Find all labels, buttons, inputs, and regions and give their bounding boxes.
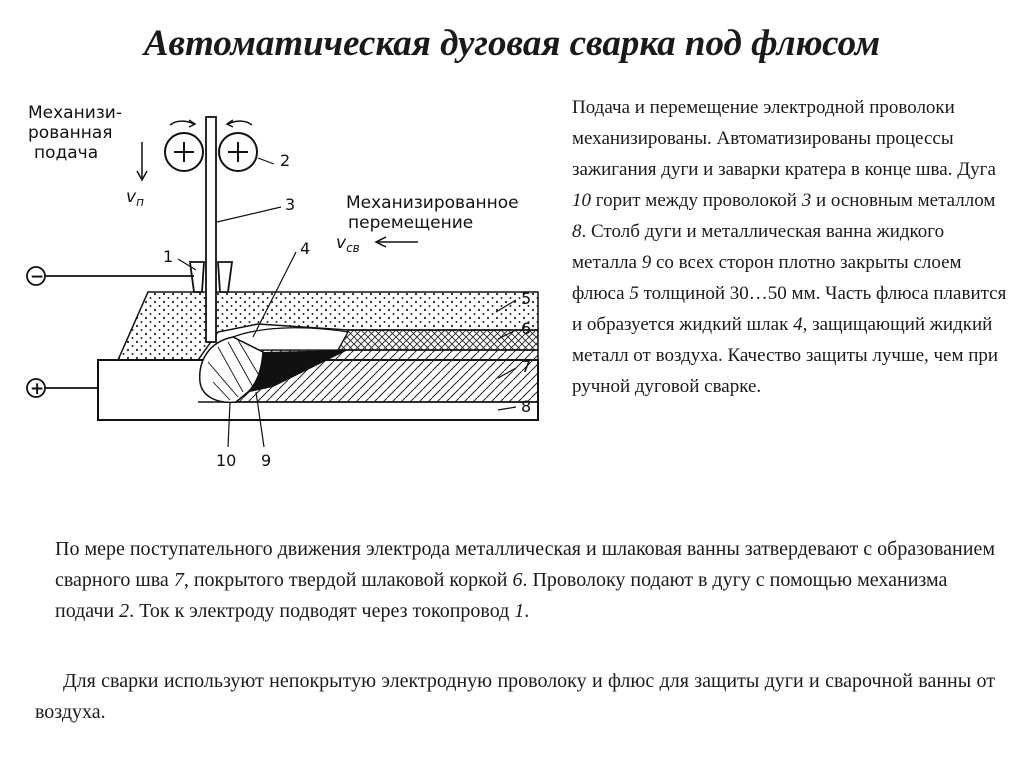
num-3: 3	[285, 195, 295, 214]
label-v-weld: vсв	[336, 233, 360, 255]
contact-tip-left	[188, 261, 205, 293]
num-1: 1	[163, 247, 173, 266]
label-feed-line1: Механизи-	[28, 103, 122, 123]
weld-pool	[250, 350, 348, 392]
slag-crust	[336, 329, 539, 351]
num-2: 2	[280, 151, 290, 170]
num-8: 8	[521, 397, 531, 416]
welding-diagram: Механизи- рованная подача vп Механизиров…	[26, 103, 539, 470]
liquid-slag	[231, 327, 350, 351]
label-move-line1: Механизированное	[346, 193, 519, 213]
minus-sign: −	[30, 267, 44, 287]
label-v-feed: vп	[126, 187, 144, 209]
plus-sign: +	[30, 379, 44, 399]
paragraph-materials: Для сварки используют непокрытую электро…	[35, 670, 995, 723]
num-10: 10	[216, 451, 236, 470]
label-move-line2: перемещение	[348, 213, 473, 233]
description-right: Подача и перемещение электродной проволо…	[572, 97, 1007, 397]
arc-crater	[199, 336, 264, 404]
electrode-wire	[205, 116, 217, 343]
label-feed-line2: рованная	[28, 123, 113, 143]
page-title: Автоматическая дуговая сварка под флюсом	[143, 23, 881, 64]
num-9: 9	[261, 451, 271, 470]
num-5: 5	[521, 289, 531, 308]
num-4: 4	[300, 239, 310, 258]
contact-tip-right	[217, 261, 234, 293]
num-7: 7	[521, 357, 531, 376]
paragraph-process: По мере поступательного движения электро…	[55, 538, 995, 622]
label-feed-line3: подача	[34, 143, 98, 163]
num-6: 6	[521, 319, 531, 338]
